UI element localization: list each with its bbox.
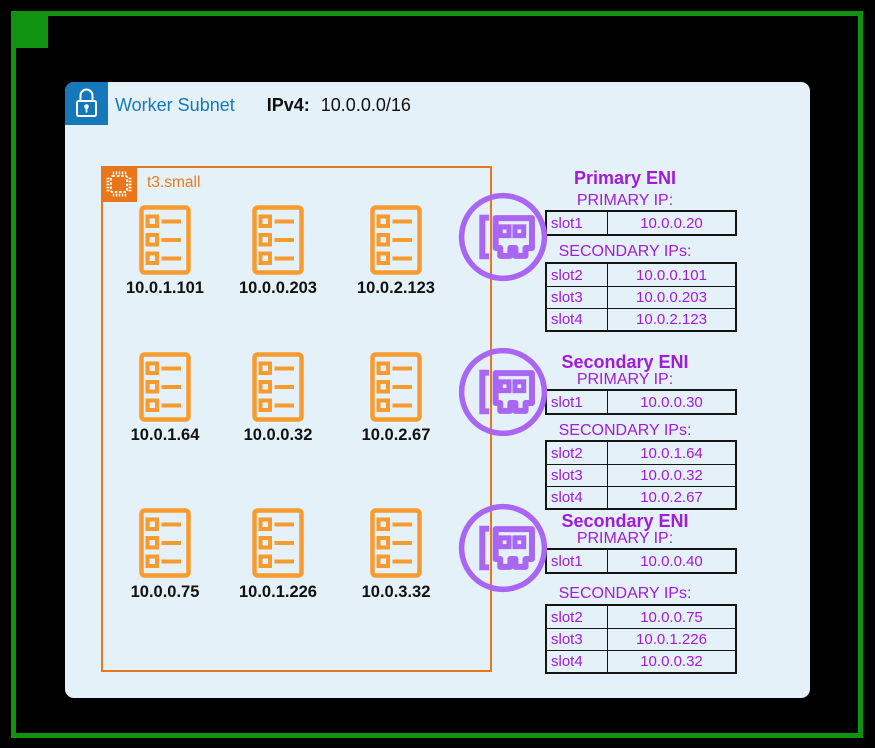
slot-cell: slot3 bbox=[547, 287, 608, 308]
network-interface-icon bbox=[458, 192, 548, 282]
slot-cell: slot1 bbox=[547, 550, 608, 572]
table-row: slot1 10.0.0.30 bbox=[547, 391, 735, 413]
pod-ip-label: 10.0.3.32 bbox=[361, 583, 431, 601]
table-row: slot4 10.0.2.123 bbox=[547, 308, 735, 330]
eni-title: Secondary ENI bbox=[561, 352, 689, 372]
ip-cell: 10.0.0.20 bbox=[640, 214, 703, 232]
worker-subnet-panel: Worker Subnet IPv4: 10.0.0.0/16 t3.small… bbox=[65, 82, 810, 698]
primary-ip-table: slot1 10.0.0.40 bbox=[545, 548, 737, 574]
ip-cell: 10.0.0.32 bbox=[640, 653, 703, 670]
ip-cell: 10.0.2.123 bbox=[636, 311, 707, 328]
secondary-ip-table: slot2 10.0.1.64 slot3 10.0.0.32 slot4 10… bbox=[545, 440, 737, 510]
pod-ip-label: 10.0.0.32 bbox=[243, 426, 313, 444]
primary-ip-label: PRIMARY IP: bbox=[576, 192, 674, 209]
ip-cell: 10.0.0.75 bbox=[640, 608, 703, 626]
pod-list-icon bbox=[252, 508, 304, 578]
ip-cell: 10.0.2.67 bbox=[640, 489, 703, 506]
slot-cell: slot3 bbox=[547, 629, 608, 650]
slot-cell: slot2 bbox=[547, 606, 608, 628]
pod-list-icon bbox=[139, 508, 191, 578]
table-row: slot3 10.0.0.203 bbox=[547, 286, 735, 308]
slot-cell: slot2 bbox=[547, 442, 608, 464]
pod-list-icon bbox=[139, 352, 191, 422]
pod-list-icon bbox=[370, 352, 422, 422]
table-row: slot1 10.0.0.40 bbox=[547, 550, 735, 572]
ip-cell: 10.0.0.40 bbox=[640, 552, 703, 570]
pod-list-icon bbox=[370, 508, 422, 578]
instance-type-label: t3.small bbox=[147, 174, 201, 191]
subnet-cidr: IPv4: 10.0.0.0/16 bbox=[267, 95, 411, 116]
slot-cell: slot1 bbox=[547, 391, 608, 413]
table-row: slot2 10.0.0.75 bbox=[547, 606, 735, 628]
ip-cell: 10.0.0.32 bbox=[640, 467, 703, 484]
network-interface-icon bbox=[458, 347, 548, 437]
table-row: slot3 10.0.1.226 bbox=[547, 628, 735, 650]
ip-cell: 10.0.0.101 bbox=[636, 266, 707, 284]
pod-ip-label: 10.0.1.64 bbox=[130, 426, 200, 444]
ip-cell: 10.0.0.30 bbox=[640, 393, 703, 411]
primary-ip-table: slot1 10.0.0.30 bbox=[545, 389, 737, 415]
eni-title: Secondary ENI bbox=[561, 511, 689, 531]
subnet-header: Worker Subnet IPv4: 10.0.0.0/16 bbox=[115, 93, 411, 117]
table-row: slot2 10.0.0.101 bbox=[547, 264, 735, 286]
network-interface-icon bbox=[458, 503, 548, 593]
ipv4-label: IPv4: bbox=[266, 94, 310, 115]
pod-ip-label: 10.0.2.67 bbox=[361, 426, 431, 444]
subnet-lock-tile bbox=[65, 82, 108, 125]
lock-icon bbox=[76, 88, 97, 117]
pod-list-icon bbox=[252, 352, 304, 422]
slot-cell: slot4 bbox=[547, 487, 608, 508]
eni-title: Primary ENI bbox=[573, 168, 677, 188]
primary-ip-table: slot1 10.0.0.20 bbox=[545, 210, 737, 236]
pod-list-icon bbox=[252, 205, 304, 275]
secondary-ips-label: SECONDARY IPs: bbox=[558, 243, 692, 260]
pod-ip-label: 10.0.1.226 bbox=[239, 583, 317, 601]
secondary-ip-table: slot2 10.0.0.75 slot3 10.0.1.226 slot4 1… bbox=[545, 604, 737, 674]
pod-list-icon bbox=[370, 205, 422, 275]
instance-box bbox=[101, 166, 492, 672]
table-row: slot2 10.0.1.64 bbox=[547, 442, 735, 464]
ip-cell: 10.0.1.226 bbox=[636, 631, 707, 648]
slot-cell: slot2 bbox=[547, 264, 608, 286]
pod-ip-label: 10.0.0.75 bbox=[130, 583, 200, 601]
secondary-ips-label: SECONDARY IPs: bbox=[558, 422, 692, 439]
primary-ip-label: PRIMARY IP: bbox=[576, 371, 674, 388]
primary-ip-label: PRIMARY IP: bbox=[576, 530, 674, 547]
pod-ip-label: 10.0.1.101 bbox=[126, 279, 204, 297]
ip-cell: 10.0.1.64 bbox=[640, 444, 703, 462]
pod-ip-label: 10.0.0.203 bbox=[239, 279, 317, 297]
slot-cell: slot4 bbox=[547, 309, 608, 330]
ip-cell: 10.0.0.203 bbox=[636, 289, 707, 306]
secondary-ip-table: slot2 10.0.0.101 slot3 10.0.0.203 slot4 … bbox=[545, 262, 737, 332]
pod-ip-label: 10.0.2.123 bbox=[357, 279, 435, 297]
ipv4-value: 10.0.0.0/16 bbox=[320, 94, 411, 115]
table-row: slot4 10.0.0.32 bbox=[547, 650, 735, 672]
table-row: slot3 10.0.0.32 bbox=[547, 464, 735, 486]
frame-border bbox=[11, 11, 863, 738]
table-row: slot1 10.0.0.20 bbox=[547, 212, 735, 234]
table-row: slot4 10.0.2.67 bbox=[547, 486, 735, 508]
slot-cell: slot4 bbox=[547, 651, 608, 672]
secondary-ips-label: SECONDARY IPs: bbox=[558, 585, 692, 602]
slot-cell: slot1 bbox=[547, 212, 608, 234]
frame-corner-square bbox=[11, 11, 48, 48]
chip-icon bbox=[106, 171, 132, 197]
instance-chip-tile bbox=[101, 166, 137, 202]
pod-list-icon bbox=[139, 205, 191, 275]
subnet-title: Worker Subnet bbox=[115, 94, 235, 115]
slot-cell: slot3 bbox=[547, 465, 608, 486]
